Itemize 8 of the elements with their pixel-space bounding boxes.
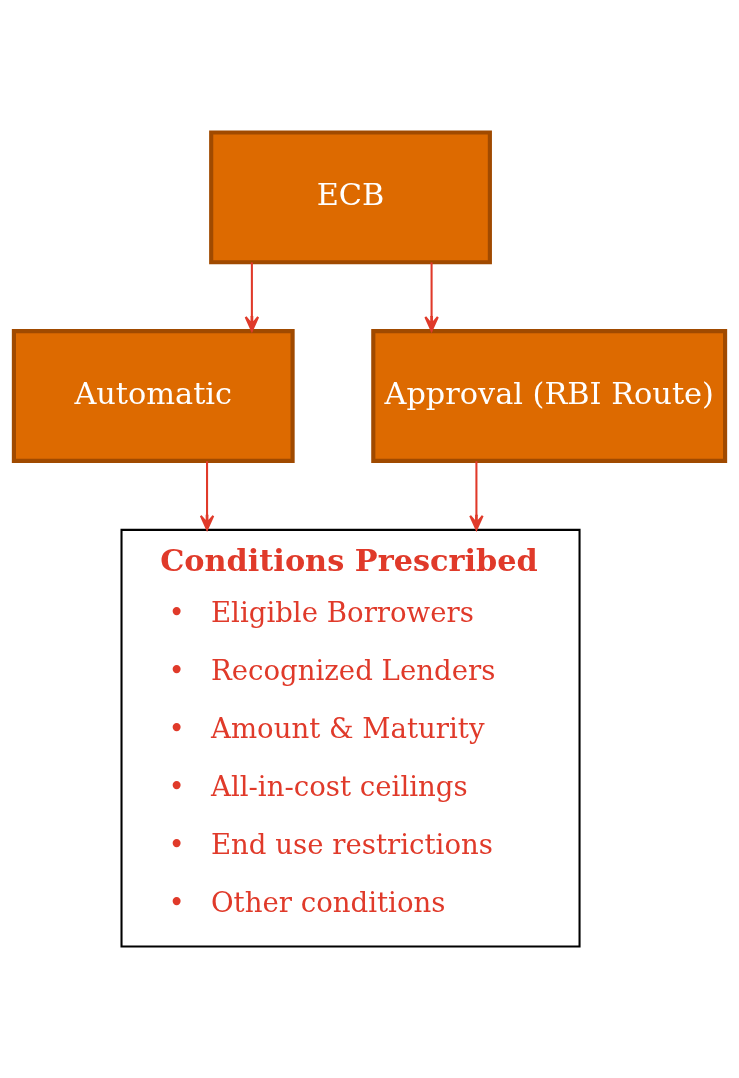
node-box: Automatic [11, 328, 295, 463]
node-box: Conditions Prescribed • Eligible Borrowers • Recognized Lenders • Amount & Maturity • All-in-cost ceilings • End use restrictions • Other conditions [120, 528, 581, 947]
node-box: ECB [209, 129, 492, 264]
arrow [244, 261, 260, 332]
arrow [199, 460, 215, 531]
arrow [424, 261, 439, 332]
node-box: Approval (RBI Route) [371, 328, 728, 463]
arrow [469, 460, 484, 531]
